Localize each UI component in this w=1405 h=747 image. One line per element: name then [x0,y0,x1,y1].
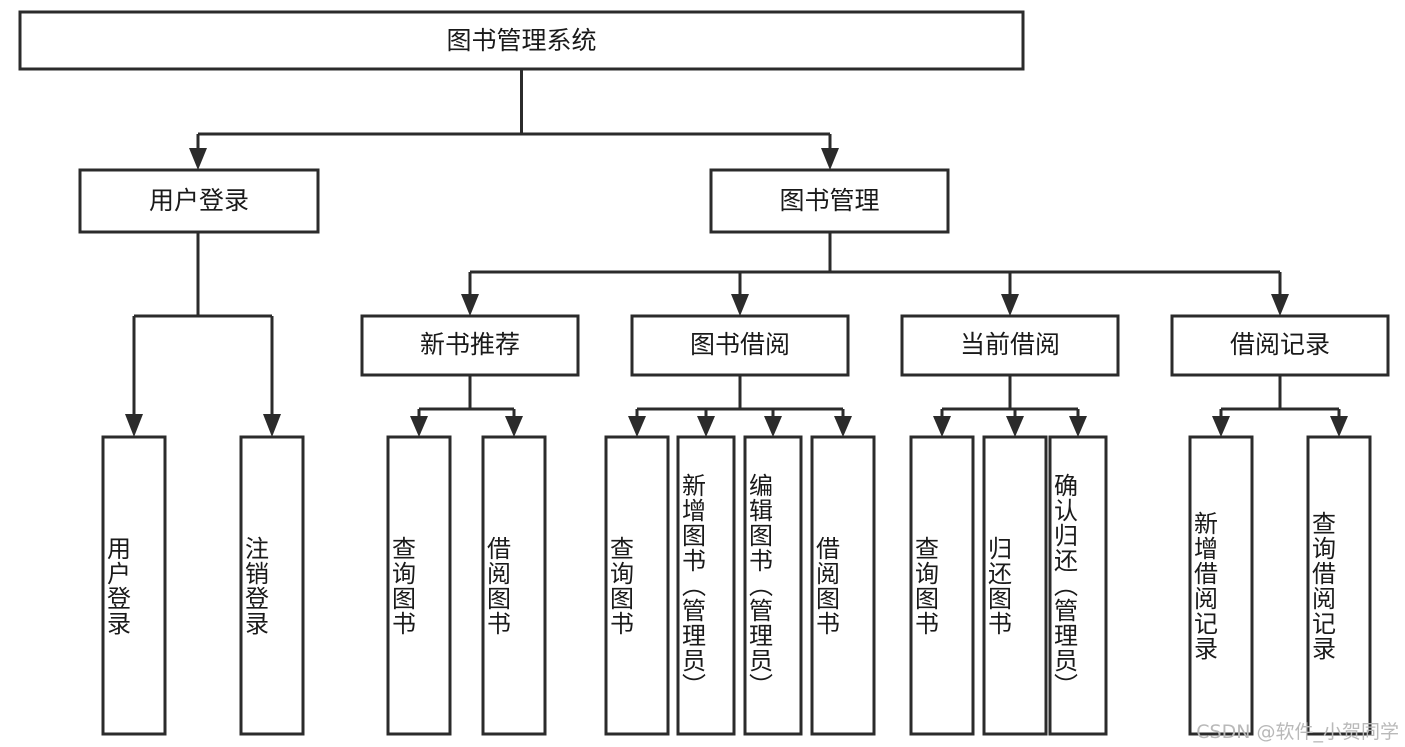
leaf-query-book-1[interactable]: 查询图书 [386,435,452,736]
arrowhead-book-manage [821,148,839,170]
leaf-query-record-box[interactable] [1306,435,1372,736]
arrowhead-leaf-borrow-book-2 [834,416,852,437]
leaf-user-login-box[interactable] [101,435,167,736]
node-current-borrow-label: 当前借阅 [960,330,1060,359]
arrowhead-leaf-query-book-1 [410,416,428,437]
node-book-manage-label: 图书管理 [779,186,879,215]
node-book-manage-box[interactable] [709,168,950,234]
leaf-borrow-book-1[interactable]: 借阅图书 [481,435,547,736]
node-current-borrow[interactable]: 当前借阅 [900,314,1120,377]
arrowhead-leaf-add-record [1212,416,1230,437]
leaf-logout-login[interactable]: 注销登录 [239,435,305,736]
arrowhead-leaf-query-book-3 [933,416,951,437]
arrowhead-leaf-add-book [697,416,715,437]
arrowhead-leaf-borrow-book-1 [505,416,523,437]
arrowhead-leaf-edit-book [764,416,782,437]
leaf-edit-book-box[interactable] [743,435,803,736]
leaf-borrow-book-1-box[interactable] [481,435,547,736]
leaf-logout-login-box[interactable] [239,435,305,736]
leaf-user-login[interactable]: 用户登录 [101,435,167,736]
leaf-add-record-label: 新增借阅记录 [1189,510,1218,661]
connector-lines [125,69,1348,437]
leaf-confirm-return-label: 确认归还（管理员） [1049,473,1078,698]
node-borrow-record[interactable]: 借阅记录 [1170,314,1390,377]
leaf-borrow-book-2[interactable]: 借阅图书 [810,435,876,736]
node-current-borrow-box[interactable] [900,314,1120,377]
node-user-login[interactable]: 用户登录 [78,168,320,234]
arrowhead-current-borrow [1001,294,1019,316]
arrowhead-new-book-recommend [461,294,479,316]
node-book-manage[interactable]: 图书管理 [709,168,950,234]
leaf-edit-book[interactable]: 编辑图书（管理员） [743,435,803,736]
node-root[interactable]: 图书管理系统 [18,10,1025,71]
leaf-add-record[interactable]: 新增借阅记录 [1188,435,1254,736]
leaf-query-book-1-label: 查询图书 [387,535,416,636]
leaf-add-book[interactable]: 新增图书（管理员） [676,435,736,736]
node-root-label: 图书管理系统 [446,26,596,55]
leaf-confirm-return[interactable]: 确认归还（管理员） [1048,435,1108,736]
arrowhead-borrow-record [1271,294,1289,316]
leaf-return-book-label: 归还图书 [983,535,1012,636]
arrowhead-user-login [189,148,207,170]
arrowhead-book-borrow [731,294,749,316]
leaf-add-book-label: 新增图书（管理员） [677,473,706,698]
node-book-borrow-label: 图书借阅 [690,330,790,359]
leaf-return-book-box[interactable] [982,435,1048,736]
arrowhead-leaf-confirm-return [1069,416,1087,437]
leaf-user-login-label: 用户登录 [102,535,131,636]
arrowhead-leaf-query-record [1330,416,1348,437]
leaf-return-book[interactable]: 归还图书 [982,435,1048,736]
node-book-borrow[interactable]: 图书借阅 [630,314,850,377]
leaf-borrow-book-2-box[interactable] [810,435,876,736]
node-user-login-label: 用户登录 [149,186,249,215]
leaf-query-record-label: 查询借阅记录 [1307,510,1336,661]
leaf-logout-login-label: 注销登录 [240,535,269,636]
leaf-edit-book-label: 编辑图书（管理员） [744,473,773,698]
leaf-query-book-2[interactable]: 查询图书 [604,435,670,736]
leaf-query-book-2-label: 查询图书 [605,535,634,636]
node-root-box[interactable] [18,10,1025,71]
leaf-confirm-return-box[interactable] [1048,435,1108,736]
node-borrow-record-box[interactable] [1170,314,1390,377]
leaf-query-book-1-box[interactable] [386,435,452,736]
leaf-query-record[interactable]: 查询借阅记录 [1306,435,1372,736]
leaf-query-book-3-label: 查询图书 [910,535,939,636]
arrowhead-leaf-return-book [1006,416,1024,437]
leaf-add-record-box[interactable] [1188,435,1254,736]
leaf-add-book-box[interactable] [676,435,736,736]
leaf-query-book-2-box[interactable] [604,435,670,736]
node-new-book-recommend-box[interactable] [360,314,580,377]
leaf-borrow-book-2-label: 借阅图书 [811,535,840,636]
node-new-book-recommend-label: 新书推荐 [420,330,520,359]
arrowhead-leaf-user-login [125,414,143,437]
leaf-query-book-3[interactable]: 查询图书 [909,435,975,736]
leaf-borrow-book-1-label: 借阅图书 [482,535,511,636]
leaf-query-book-3-box[interactable] [909,435,975,736]
node-new-book-recommend[interactable]: 新书推荐 [360,314,580,377]
node-user-login-box[interactable] [78,168,320,234]
arrowhead-leaf-logout-login [263,414,281,437]
node-book-borrow-box[interactable] [630,314,850,377]
node-borrow-record-label: 借阅记录 [1230,330,1330,359]
arrowhead-leaf-query-book-2 [628,416,646,437]
